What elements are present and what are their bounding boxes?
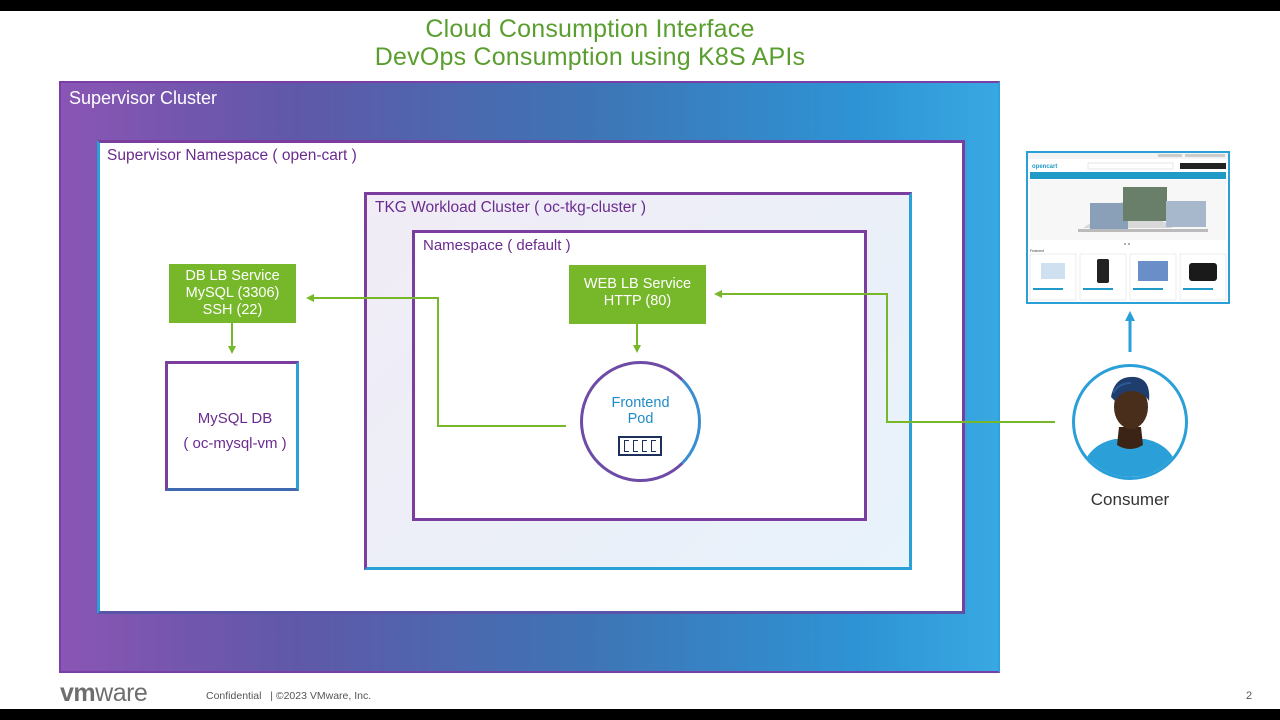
pod-to-db-service-arrow [306,294,566,427]
default-namespace-label: Namespace ( default ) [423,237,571,254]
consumer-label: Consumer [1090,490,1170,509]
supervisor-namespace-label: Supervisor Namespace ( open-cart ) [107,147,357,164]
db-service-ssh-port: SSH (22) [202,302,263,318]
tkg-cluster-label: TKG Workload Cluster ( oc-tkg-cluster ) [375,199,647,216]
db-service-mysql-port: MySQL (3306) [185,285,280,301]
person-avatar-icon [1080,376,1180,477]
bottom-bar [0,709,1280,720]
consumer-to-web-service-arrow [714,290,1055,423]
web-service-title: WEB LB Service [583,276,692,292]
slide-subtitle: DevOps Consumption using K8S APIs [374,43,806,71]
top-bar [0,0,1280,11]
svg-text:Featured: Featured [1030,249,1044,253]
website-screenshot: opencart Featured [1026,151,1230,304]
mysql-db-label: MySQL DB [197,410,273,427]
db-service-title: DB LB Service [185,268,280,284]
svg-text:opencart: opencart [1032,164,1057,170]
mysql-vm-label: ( oc-mysql-vm ) [183,435,287,452]
frontend-pod-circle [580,361,701,482]
db-lb-service-box: DB LB Service MySQL (3306) SSH (22) [169,264,296,323]
consumer-avatar [1072,364,1188,480]
web-lb-service-box: WEB LB Service HTTP (80) [569,265,706,324]
frontend-pod-label: Frontend [611,395,670,411]
web-service-http-port: HTTP (80) [603,293,672,309]
mysql-db-box [165,361,299,491]
slide-title: Cloud Consumption Interface [425,15,755,43]
frontend-pod-label-2: Pod [627,411,654,427]
footer-confidential: Confidential | ©2023 VMware, Inc. [206,690,372,702]
container-pod-icon [618,436,662,456]
page-number: 2 [1246,690,1253,702]
vmware-logo: vmware [60,679,148,707]
supervisor-cluster-label: Supervisor Cluster [69,88,218,108]
